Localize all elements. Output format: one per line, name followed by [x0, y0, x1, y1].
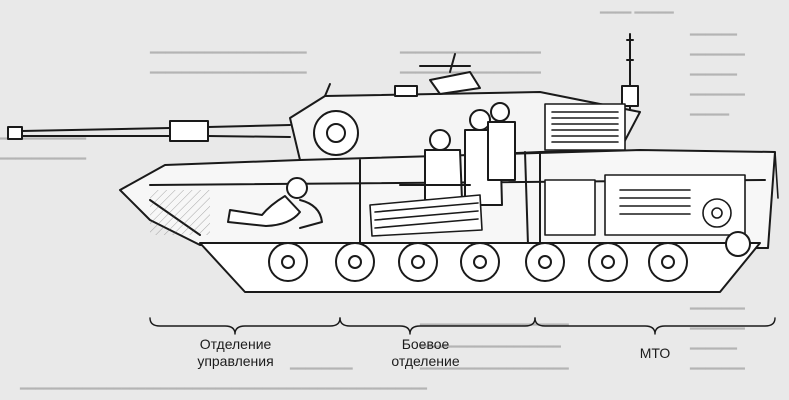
- engine-compartment: [544, 151, 779, 236]
- carousel-ammo: [369, 194, 483, 237]
- road-wheels: [268, 231, 751, 282]
- label-driver-compartment: Отделение управления: [197, 336, 274, 369]
- compartment-brackets: [149, 317, 776, 335]
- label-engine-compartment: МТО: [639, 345, 671, 361]
- driver-figure: [227, 177, 323, 229]
- main-gun: [7, 120, 291, 142]
- crew-figures: [399, 102, 516, 206]
- bustle-ammo-rack: [544, 103, 626, 151]
- label-fighting-compartment: Боевое отделение: [391, 336, 460, 369]
